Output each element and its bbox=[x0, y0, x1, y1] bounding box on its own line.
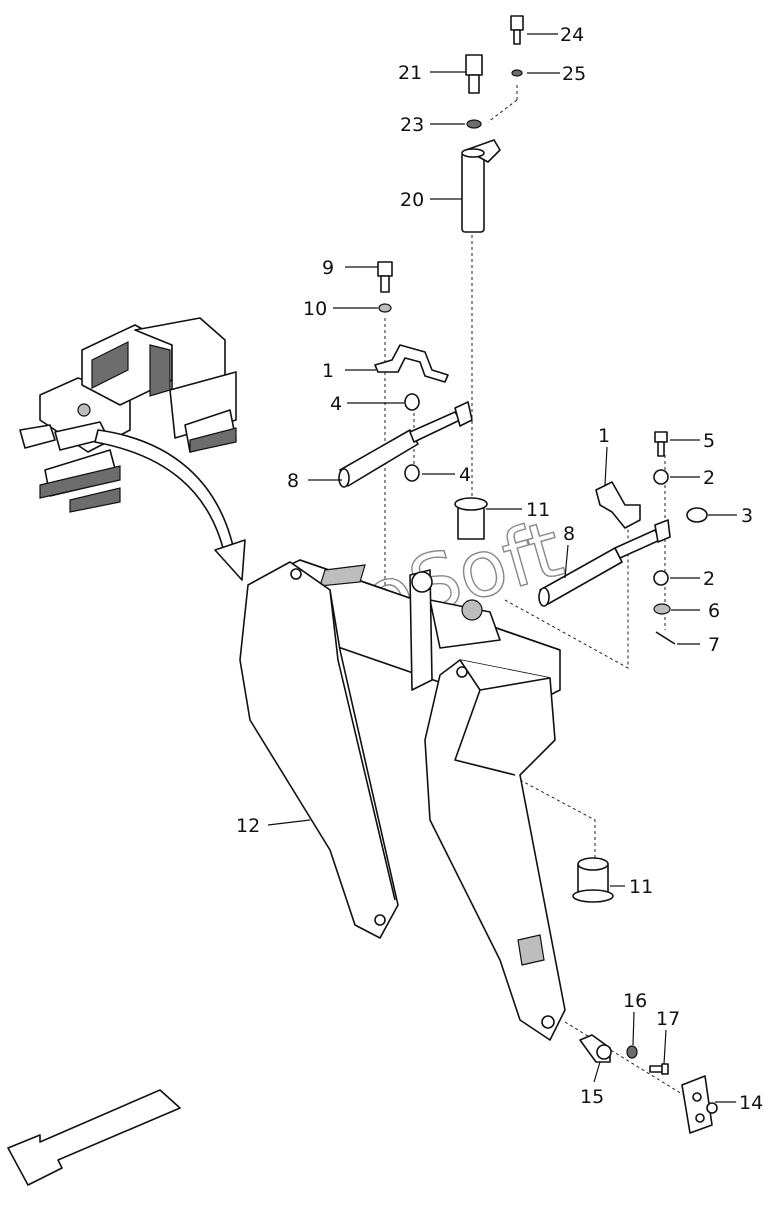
washer-part-23 bbox=[466, 119, 482, 129]
pin-part-20 bbox=[461, 139, 501, 233]
callout-7: 7 bbox=[708, 634, 720, 656]
callout-2-lower: 2 bbox=[703, 568, 715, 590]
leader-lines bbox=[267, 33, 737, 1103]
callout-6: 6 bbox=[708, 600, 720, 622]
callout-12: 12 bbox=[236, 815, 260, 837]
bolt-part-24 bbox=[510, 15, 524, 45]
callout-11-lower: 11 bbox=[629, 876, 653, 898]
callout-10: 10 bbox=[303, 298, 327, 320]
bushing-part-2-upper bbox=[653, 469, 669, 485]
callout-17: 17 bbox=[656, 1008, 680, 1030]
pointer-arrow-icon bbox=[94, 429, 246, 581]
cotter-pin-part-7 bbox=[655, 631, 676, 645]
callout-2-upper: 2 bbox=[703, 467, 715, 489]
bolt-part-9 bbox=[377, 261, 393, 293]
callout-4-lower: 4 bbox=[459, 464, 471, 486]
cylinder-part-8-left bbox=[338, 401, 473, 488]
pin-part-5 bbox=[654, 431, 668, 457]
bushing-part-4-lower bbox=[404, 464, 420, 482]
callout-labels: 24 21 25 23 20 9 10 1 4 8 4 11 1 5 2 3 8… bbox=[236, 24, 763, 1114]
bushing-part-4-upper bbox=[404, 393, 420, 411]
bracket-part-1-left bbox=[374, 344, 449, 383]
bracket-part-1-right bbox=[595, 481, 641, 529]
bushing-part-11-upper bbox=[454, 497, 488, 540]
washer-part-10 bbox=[378, 303, 392, 313]
bushing-part-2-lower bbox=[653, 570, 669, 586]
bushing-part-11-lower bbox=[572, 857, 614, 903]
orientation-arrow-icon bbox=[7, 1089, 181, 1186]
bolt-part-21 bbox=[465, 54, 483, 94]
callout-20: 20 bbox=[400, 189, 424, 211]
callout-5: 5 bbox=[703, 430, 715, 452]
washer-part-25 bbox=[511, 69, 523, 77]
callout-24: 24 bbox=[560, 24, 584, 46]
callout-25: 25 bbox=[562, 63, 586, 85]
washer-part-6 bbox=[653, 603, 671, 615]
callout-1-right: 1 bbox=[598, 425, 610, 447]
screw-part-17 bbox=[649, 1063, 669, 1075]
callout-23: 23 bbox=[400, 114, 424, 136]
callout-11-upper: 11 bbox=[526, 499, 550, 521]
callout-15: 15 bbox=[580, 1086, 604, 1108]
callout-3: 3 bbox=[741, 505, 753, 527]
cylinder-part-8-right bbox=[538, 519, 671, 607]
left-arm-part-12 bbox=[239, 561, 399, 939]
callout-16: 16 bbox=[623, 990, 647, 1012]
pin-part-15 bbox=[579, 1034, 612, 1063]
callout-4-upper: 4 bbox=[330, 393, 342, 415]
callout-1-left: 1 bbox=[322, 360, 334, 382]
callout-8-right: 8 bbox=[563, 523, 575, 545]
bushing-part-3 bbox=[686, 507, 708, 523]
callout-9: 9 bbox=[322, 257, 334, 279]
callout-8-left: 8 bbox=[287, 470, 299, 492]
machine-illustration bbox=[19, 317, 237, 513]
block-part-14 bbox=[681, 1075, 718, 1134]
callout-14: 14 bbox=[739, 1092, 763, 1114]
callout-21: 21 bbox=[398, 62, 422, 84]
ring-part-16 bbox=[626, 1045, 638, 1059]
right-arm bbox=[424, 659, 566, 1041]
